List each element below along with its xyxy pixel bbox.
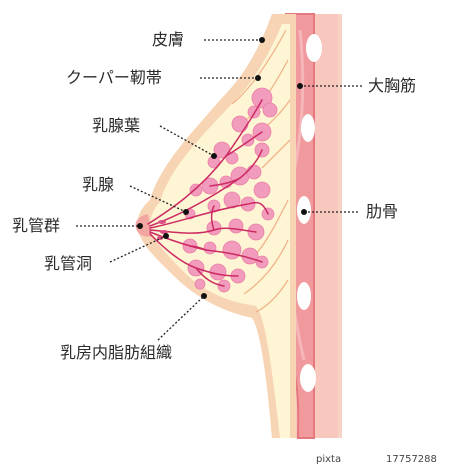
leader-fat [157,295,205,341]
label-cooper-ligament: クーパー靭帯 [66,68,162,87]
leader-lines [76,39,364,341]
rib-oval [306,34,322,62]
label-skin: 皮膚 [152,30,185,49]
label-rib: 肋骨 [366,202,399,221]
label-pectoralis-major: 大胸筋 [368,76,417,95]
watermark-source: pixta [316,454,342,465]
label-lactiferous-sinus: 乳管洞 [44,254,93,273]
rib-oval [297,282,311,310]
label-mammary-lobule: 乳腺葉 [92,116,141,135]
label-duct-group: 乳管群 [12,216,61,235]
leader-dots [137,37,307,299]
watermark-stock-id: 17757288 [386,454,437,465]
rib-oval [300,364,316,392]
label-fat-tissue: 乳房内脂肪組織 [60,343,173,362]
rib-oval [301,114,315,142]
nipple [135,214,152,237]
label-mammary-gland: 乳腺 [82,175,115,194]
